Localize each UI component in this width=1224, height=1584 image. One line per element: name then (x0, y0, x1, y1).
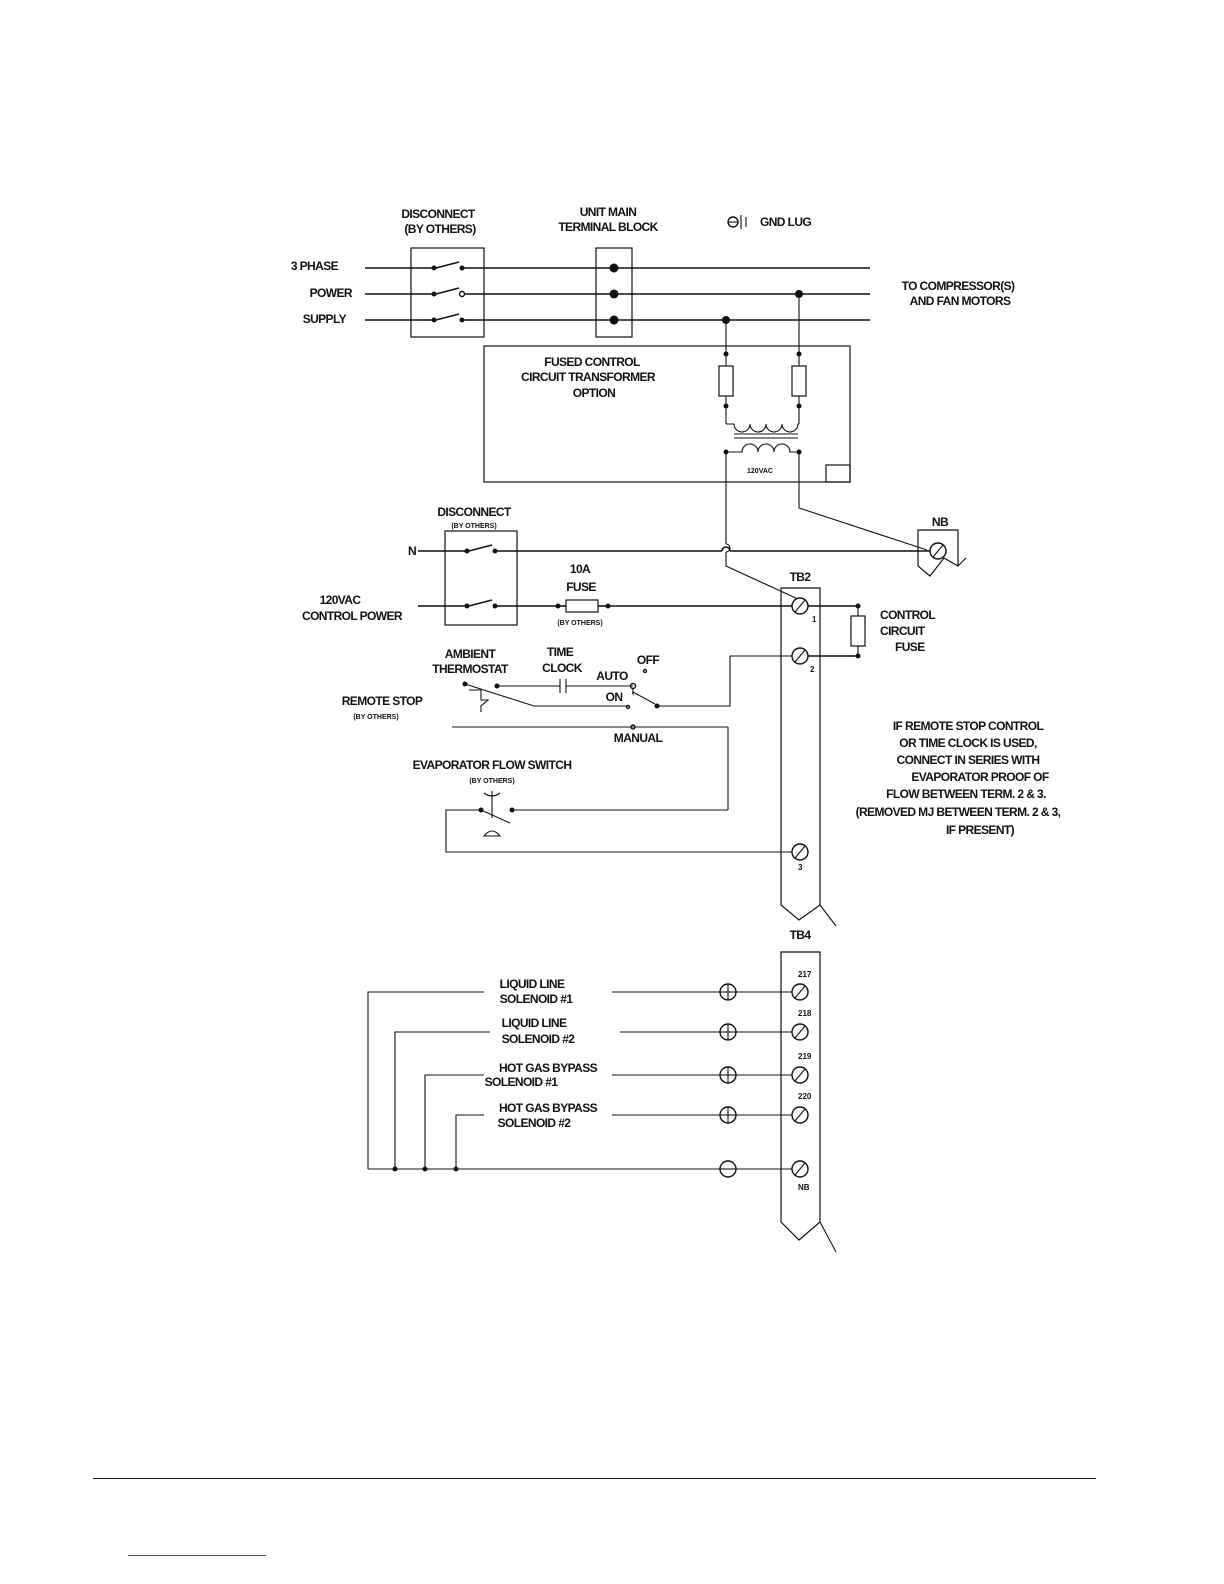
control-circuit-section: AMBIENT THERMOSTAT TIME CLOCK AUTO OFF O… (342, 645, 792, 853)
on-label: ON (606, 690, 623, 704)
evap-flow-by-others: (BY OTHERS) (469, 778, 514, 785)
note-line-4: EVAPORATOR PROOF OF (911, 770, 1049, 784)
remote-stop-label: REMOTE STOP (342, 694, 423, 708)
fuse-10a-label: 10A (570, 562, 591, 576)
circuit-label: CIRCUIT (880, 624, 926, 638)
tb4-term-218-label: 218 (798, 1009, 812, 1018)
primary-fuse-right (791, 365, 807, 397)
gnd-lug-label: GND LUG (760, 215, 811, 229)
disconnect-box-mid (444, 530, 518, 626)
hot-gas-2-label: HOT GAS BYPASS (499, 1101, 598, 1115)
fused-control-label: FUSED CONTROL (544, 355, 640, 369)
circuit-fuse-label: FUSE (895, 640, 925, 654)
note-line-1: IF REMOTE STOP CONTROL (893, 719, 1044, 733)
note-line-6: (REMOVED MJ BETWEEN TERM. 2 & 3, (856, 805, 1061, 819)
flow-switch-icon (478, 791, 515, 837)
hot-gas-1-solenoid: SOLENOID #1 (485, 1075, 559, 1089)
disconnect-mid-by-others: (BY OTHERS) (451, 523, 496, 530)
gnd-lug-icon (727, 215, 747, 229)
tb4-term-nb-label: NB (798, 1183, 810, 1192)
thermostat-label: THERMOSTAT (432, 662, 509, 676)
fuse-label: FUSE (566, 580, 596, 594)
tb2-term-2-label: 2 (810, 665, 815, 674)
note-line-5: FLOW BETWEEN TERM. 2 & 3. (886, 787, 1046, 801)
liquid-line-1-solenoid: SOLENOID #1 (500, 992, 574, 1006)
to-compressors-label: TO COMPRESSOR(S) (902, 279, 1015, 293)
circuit-transformer-label: CIRCUIT TRANSFORMER (521, 370, 656, 384)
primary-fuse-left (718, 365, 734, 397)
off-label: OFF (637, 653, 659, 667)
unit-main-terminal-block (595, 247, 633, 338)
nb-terminal (917, 529, 967, 577)
auto-label: AUTO (596, 669, 628, 683)
footer-link-underline[interactable] (128, 1555, 266, 1556)
hot-gas-2-solenoid: SOLENOID #2 (498, 1116, 572, 1130)
tb2-term-1-label: 1 (812, 615, 817, 624)
time-label: TIME (547, 645, 574, 659)
ambient-label: AMBIENT (445, 647, 497, 661)
disconnect-mid-label: DISCONNECT (437, 505, 512, 519)
fuse-by-others: (BY OTHERS) (557, 620, 602, 627)
tb4-section: TB4 217 218 219 220 NB LIQUID LINE SOLEN… (367, 928, 837, 1253)
note-line-2: OR TIME CLOCK IS USED, (899, 736, 1037, 750)
power-supply-section: DISCONNECT (BY OTHERS) UNIT MAIN TERMINA… (291, 205, 1016, 338)
vac-120-control-label: 120VAC (320, 593, 362, 607)
control-circuit-fuse-icon (850, 615, 866, 647)
disconnect-top-label: DISCONNECT (401, 207, 476, 221)
tb4-label: TB4 (790, 928, 812, 942)
n-label: N (408, 544, 416, 558)
disconnect-box-top (410, 247, 485, 338)
remote-stop-icon (469, 689, 490, 712)
remote-stop-note: IF REMOTE STOP CONTROL OR TIME CLOCK IS … (856, 719, 1062, 837)
note-line-3: CONNECT IN SERIES WITH (897, 753, 1040, 767)
transformer-icon (726, 423, 799, 453)
disconnect-top-by-others: (BY OTHERS) (404, 222, 476, 236)
solenoid-coil-icon (719, 983, 737, 1178)
transformer-option-section: FUSED CONTROL CIRCUIT TRANSFORMER OPTION… (483, 294, 928, 601)
transformer-corner-box (825, 464, 851, 483)
control-power-label: CONTROL POWER (302, 609, 403, 623)
note-line-7: IF PRESENT) (946, 823, 1015, 837)
liquid-line-1-label: LIQUID LINE (500, 977, 565, 991)
control-label: CONTROL (880, 608, 935, 622)
phase-label: 3 PHASE (291, 259, 339, 273)
evap-flow-switch-label: EVAPORATOR FLOW SWITCH (413, 758, 572, 772)
vac-120-small: 120VAC (747, 468, 773, 475)
ambient-thermostat-icon (464, 683, 535, 707)
footer-rule (93, 1478, 1096, 1479)
tb4-term-220-label: 220 (798, 1092, 812, 1101)
remote-stop-by-others: (BY OTHERS) (353, 714, 398, 721)
liquid-line-2-solenoid: SOLENOID #2 (502, 1032, 576, 1046)
control-power-section: DISCONNECT (BY OTHERS) N NB 120VAC CONTR… (302, 505, 967, 627)
terminal-block-label: TERMINAL BLOCK (558, 220, 658, 234)
tb4-term-217-label: 217 (798, 970, 812, 979)
hot-gas-1-label: HOT GAS BYPASS (499, 1061, 598, 1075)
transformer-option-box (483, 345, 851, 483)
clock-label: CLOCK (542, 661, 583, 675)
fuse-10a-icon (565, 599, 599, 613)
tb4-term-219-label: 219 (798, 1052, 812, 1061)
three-phase-lines (365, 261, 870, 325)
manual-label: MANUAL (614, 731, 663, 745)
supply-label: SUPPLY (303, 312, 347, 326)
option-label: OPTION (573, 386, 615, 400)
fan-motors-label: AND FAN MOTORS (910, 294, 1011, 308)
nb-label: NB (932, 515, 949, 529)
unit-main-label: UNIT MAIN (580, 205, 637, 219)
liquid-line-2-label: LIQUID LINE (502, 1016, 567, 1030)
power-label: POWER (310, 286, 353, 300)
tb2-term-3-label: 3 (798, 863, 803, 872)
tb2-label: TB2 (790, 570, 812, 584)
